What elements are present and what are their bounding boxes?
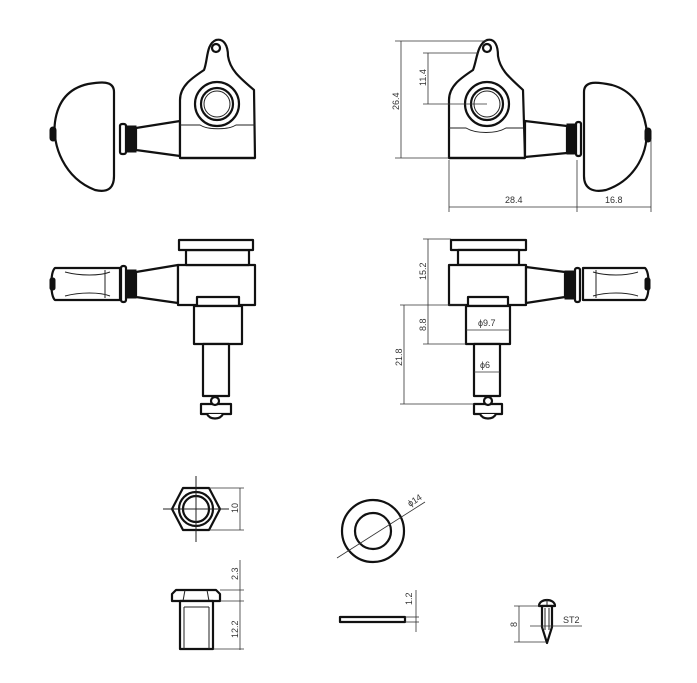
dim-bushing-height: 8.8 bbox=[418, 318, 428, 331]
dim-washer-dia: ϕ14 bbox=[406, 492, 424, 509]
dim-total-height: 26.4 bbox=[391, 92, 401, 110]
tuner-housing bbox=[447, 38, 527, 160]
tuner-knob bbox=[582, 81, 648, 192]
dim-knob-width: 16.8 bbox=[605, 195, 623, 205]
mounting-screw: 8 ST2 bbox=[509, 598, 582, 645]
side-view-right: 15.2 8.8 21.8 ϕ9.7 ϕ6 bbox=[394, 238, 651, 420]
hex-nut-top-view: 10 bbox=[163, 476, 244, 542]
dim-nut-width: 10 bbox=[230, 503, 240, 513]
front-view-left bbox=[49, 38, 257, 192]
dim-body-width: 28.4 bbox=[505, 195, 523, 205]
dim-washer-thickness: 1.2 bbox=[404, 592, 414, 605]
washer-side-view: 1.2 bbox=[338, 590, 419, 632]
dim-screw-length: 8 bbox=[509, 622, 519, 627]
dim-hole-to-post: 11.4 bbox=[418, 69, 428, 86]
tuner-knob bbox=[53, 81, 116, 192]
dim-post-length: 21.8 bbox=[394, 348, 404, 366]
tuner-housing bbox=[178, 38, 257, 160]
side-view-left bbox=[49, 238, 257, 420]
dim-post-dia: ϕ6 bbox=[480, 360, 490, 370]
dim-screw-type: ST2 bbox=[563, 615, 580, 625]
hex-nut-side-view: 2.3 12.2 bbox=[170, 560, 244, 651]
tuner-knob-side bbox=[581, 266, 650, 302]
dim-head-height: 15.2 bbox=[418, 262, 428, 280]
dim-nut-flange: 2.3 bbox=[230, 567, 240, 580]
dim-bushing-dia: ϕ9.7 bbox=[478, 318, 496, 328]
tuner-knob-side bbox=[50, 266, 122, 302]
front-view-right: 26.4 11.4 28.4 16.8 bbox=[391, 38, 652, 212]
dim-nut-length: 12.2 bbox=[230, 620, 240, 638]
washer-top-view: ϕ14 bbox=[336, 492, 426, 564]
